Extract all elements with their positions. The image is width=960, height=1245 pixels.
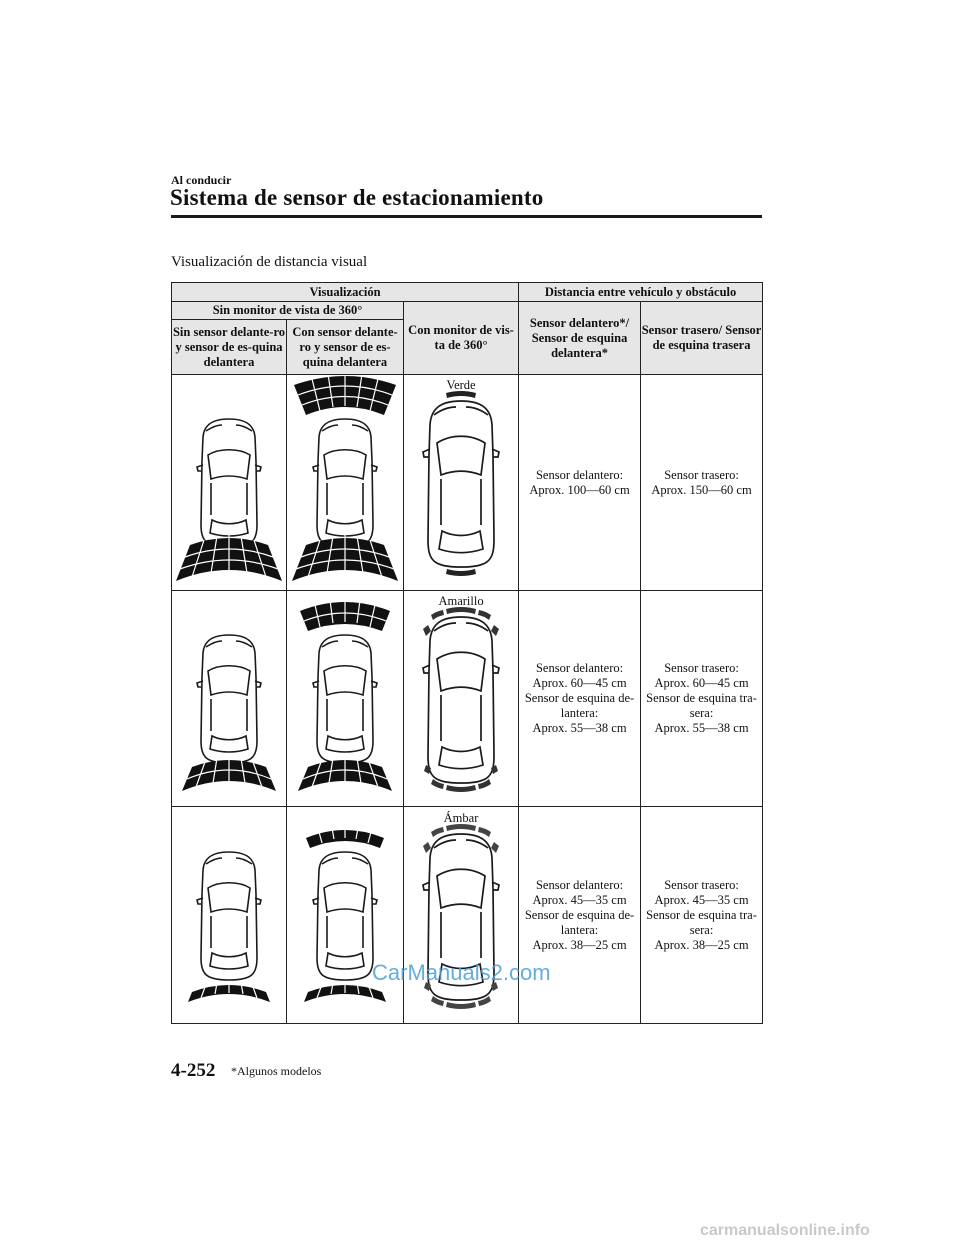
rear-distance: Sensor trasero:Aprox. 45—35 cm Sensor de… — [640, 806, 764, 1024]
site-watermark: carmanualsonline.info — [700, 1222, 870, 1239]
table-row: Ámbar Sensor delantero:Aprox. 45—35 cm S… — [171, 806, 764, 1024]
header-sin-sensor: Sin sensor delante-ro y sensor de es-qui… — [171, 319, 287, 375]
table-row: Amarillo Sensor delantero:Aprox. 60—45 c… — [171, 590, 764, 807]
rear-distance: Sensor trasero:Aprox. 60—45 cm Sensor de… — [640, 590, 764, 807]
car-diagram-rear-only — [172, 591, 286, 806]
header-sensor-delantero: Sensor delantero*/ Sensor de esquina del… — [518, 301, 642, 375]
front-distance: Sensor delantero:Aprox. 45—35 cm Sensor … — [518, 806, 642, 1024]
watermark: CarManuals2.com — [372, 960, 551, 985]
distance-table: Visualización Distancia entre vehículo y… — [170, 282, 764, 1024]
title-rule — [171, 215, 762, 218]
color-label: Amarillo — [438, 594, 484, 608]
car-diagram-front-rear — [287, 375, 403, 590]
header-con-monitor: Con monitor de vis-ta de 360° — [402, 301, 520, 375]
header-distancia: Distancia entre vehículo y obstáculo — [518, 282, 764, 302]
figure-caption: Visualización de distancia visual — [171, 254, 368, 270]
rear-distance: Sensor trasero:Aprox. 150—60 cm — [640, 374, 764, 591]
page-title: Sistema de sensor de estacionamiento — [170, 185, 544, 210]
header-visualizacion: Visualización — [170, 282, 520, 302]
car-diagram-front-rear — [287, 591, 403, 806]
front-distance: Sensor delantero:Aprox. 100—60 cm — [518, 374, 642, 591]
car-diagram-360: Verde — [404, 375, 518, 590]
table-row: Verde Sensor delantero:Aprox. 100—60 cm … — [171, 374, 764, 591]
section-label: Al conducir — [171, 173, 232, 187]
car-diagram-rear-only — [172, 375, 286, 590]
color-label: Ámbar — [443, 810, 479, 825]
front-distance: Sensor delantero:Aprox. 60—45 cm Sensor … — [518, 590, 642, 807]
header-sensor-trasero: Sensor trasero/ Sensor de esquina traser… — [640, 301, 764, 375]
car-diagram-360: Ámbar — [404, 808, 518, 1023]
footnote: *Algunos modelos — [231, 1064, 322, 1078]
header-con-sensor: Con sensor delante-ro y sensor de es-qui… — [286, 319, 404, 375]
car-diagram-rear-only — [172, 808, 286, 1023]
page-number: 4-252 — [171, 1060, 216, 1081]
header-sin-monitor: Sin monitor de vista de 360° — [171, 301, 404, 320]
color-label: Verde — [446, 378, 476, 392]
car-diagram-front-rear — [287, 808, 403, 1023]
car-diagram-360: Amarillo — [404, 591, 518, 806]
